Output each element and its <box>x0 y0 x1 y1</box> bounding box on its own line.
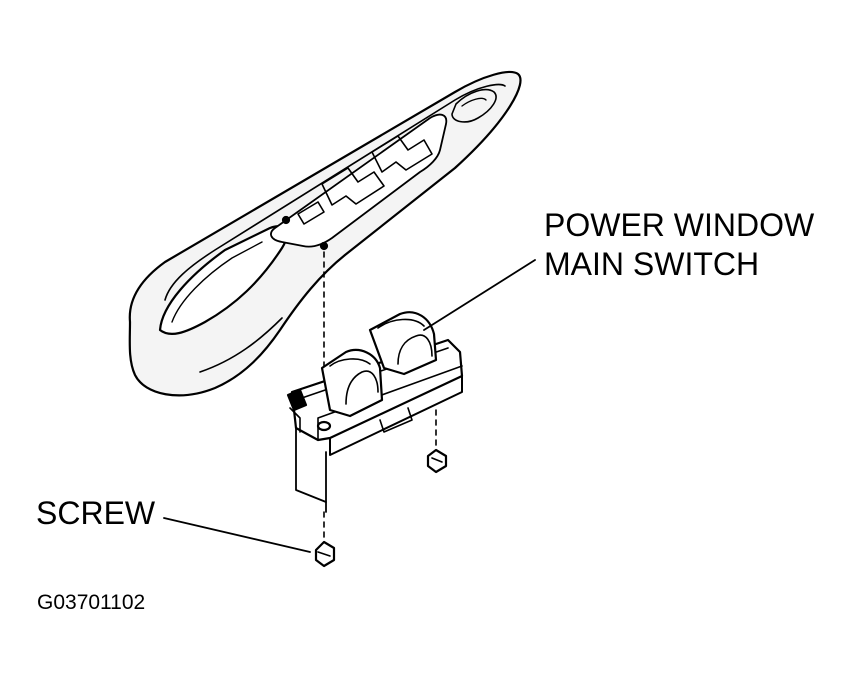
power-window-label-line-1: POWER WINDOW <box>544 207 815 243</box>
switch-leader-line <box>423 259 536 331</box>
screw-label: SCREW <box>36 495 156 531</box>
power-window-label-line-2: MAIN SWITCH <box>544 246 760 282</box>
screw-leader-line <box>163 517 311 553</box>
figure-code: G03701102 <box>37 591 146 614</box>
door-armrest-panel <box>128 70 522 397</box>
screw-icon <box>314 511 336 568</box>
right-screw-icon <box>426 409 448 474</box>
power-window-main-switch <box>286 311 464 513</box>
